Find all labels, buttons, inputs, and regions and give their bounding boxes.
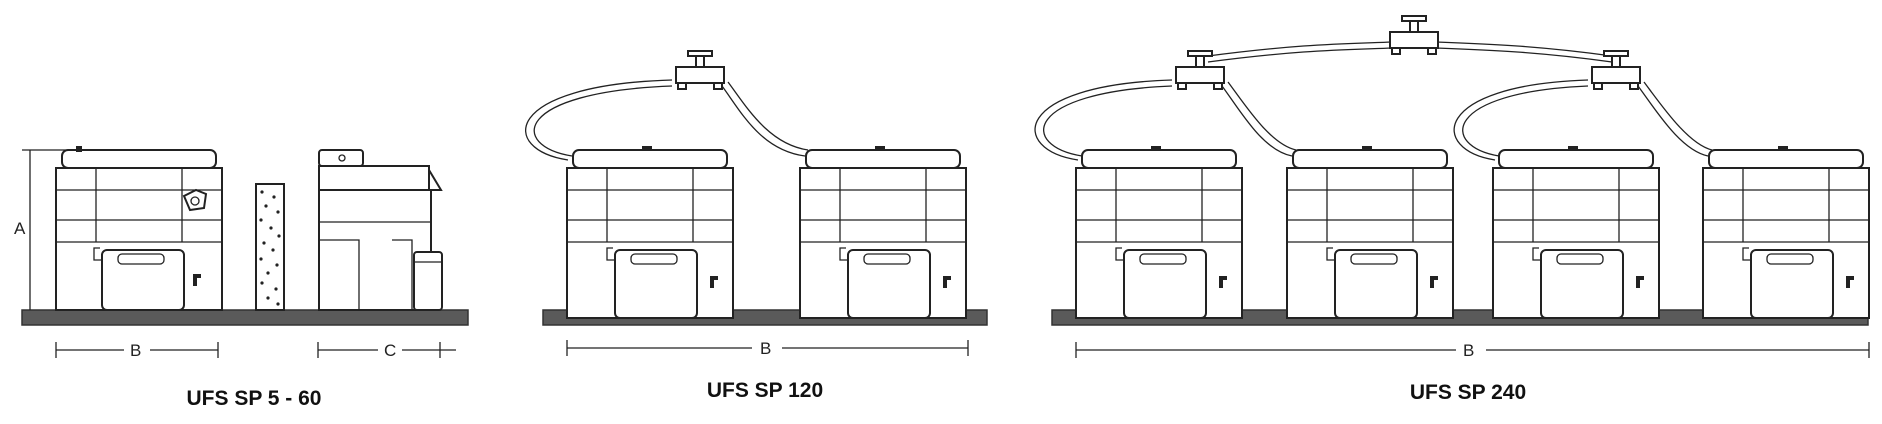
dim-label-b: B (760, 339, 771, 358)
dimension-b: B (55, 341, 219, 360)
dim-label-b: B (1463, 341, 1474, 360)
figure-caption: UFS SP 240 (1410, 381, 1526, 404)
figure-sp-120: B UFS SP 120 (524, 50, 988, 402)
side-view-unit (318, 149, 443, 311)
dim-label-a: A (14, 219, 26, 238)
manifold-valve (675, 50, 725, 90)
dim-label-c: C (384, 341, 396, 360)
dimension-b: B (566, 339, 969, 358)
dimension-c: C (317, 341, 456, 360)
treatment-unit (1286, 145, 1454, 319)
treatment-unit (1702, 145, 1870, 319)
figure-caption: UFS SP 5 - 60 (186, 387, 321, 410)
treatment-unit (566, 145, 734, 319)
manifold-valve (1389, 15, 1439, 55)
manifold-valve (1591, 50, 1641, 90)
figure-caption: UFS SP 120 (707, 379, 823, 402)
treatment-unit (799, 145, 967, 319)
connection-hoses (1034, 41, 1713, 161)
dim-label-b: B (130, 341, 141, 360)
ground-base (21, 309, 469, 326)
connection-hoses (524, 79, 809, 161)
manifold-valve (1175, 50, 1225, 90)
treatment-unit (1075, 145, 1243, 319)
dimension-b: B (1075, 341, 1870, 360)
treatment-unit (1492, 145, 1660, 319)
figure-sp-5-60: A B C UFS SP 5 - 60 (14, 146, 469, 410)
treatment-unit (55, 146, 223, 311)
filter-column (255, 183, 285, 311)
figure-sp-240: B UFS SP 240 (1034, 15, 1870, 404)
dimension-a: A (14, 149, 66, 310)
